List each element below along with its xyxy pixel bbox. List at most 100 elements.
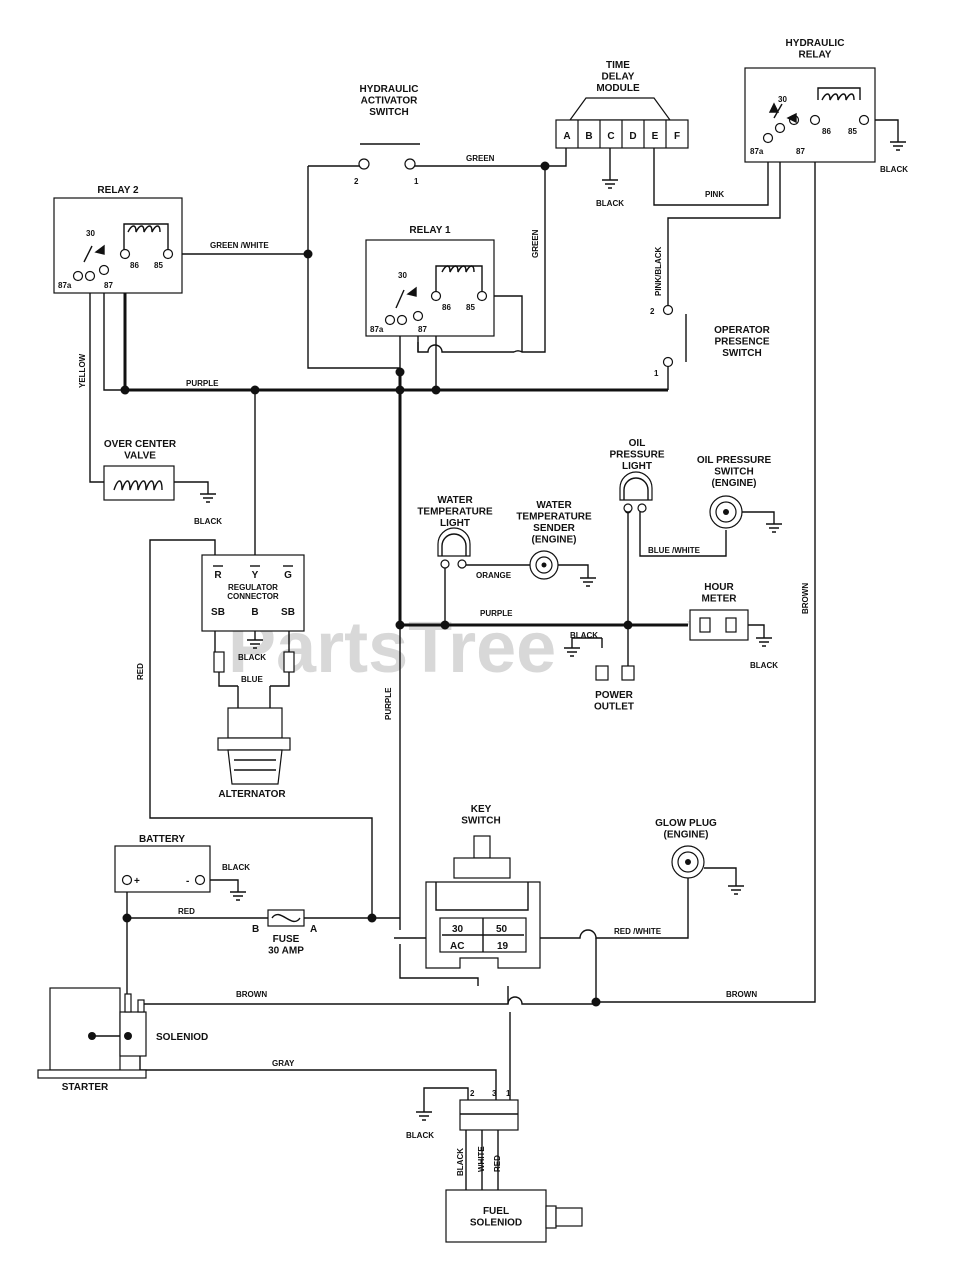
green-vertical-label: GREEN bbox=[531, 229, 540, 258]
tdm-black-label: BLACK bbox=[596, 199, 624, 208]
green-label: GREEN bbox=[466, 154, 495, 163]
wire-labels: GREEN GREEN /WHITE PINK PURPLE PURPLE GR… bbox=[78, 154, 810, 1176]
hyd-relay-pin-85: 85 bbox=[848, 127, 857, 136]
fuel-pin-2: 2 bbox=[470, 1089, 475, 1098]
relay-1-title: RELAY 1 bbox=[409, 225, 451, 236]
purple-vertical-label: PURPLE bbox=[384, 687, 393, 720]
red-vertical-label: RED bbox=[136, 663, 145, 680]
key-terminal-50: 50 bbox=[496, 924, 508, 935]
relay2-pin-85: 85 bbox=[154, 261, 163, 270]
regulator-top-pin-y: Y bbox=[252, 570, 259, 581]
fuel-white-label: WHITE bbox=[477, 1146, 486, 1172]
fuse-pin-a: A bbox=[310, 924, 317, 935]
tdm-pin-e: E bbox=[652, 131, 659, 142]
relay1-pin-86: 86 bbox=[442, 303, 451, 312]
regulator-top-pin-g: G bbox=[284, 570, 292, 581]
tdm-pin-f: F bbox=[674, 131, 680, 142]
tdm-pin-a: A bbox=[563, 131, 570, 142]
orange-label: ORANGE bbox=[476, 571, 512, 580]
hyd-relay-pin-86: 86 bbox=[822, 127, 831, 136]
gray-label: GRAY bbox=[272, 1059, 295, 1068]
fuel-black-ground-label: BLACK bbox=[406, 1131, 434, 1140]
relay-2-title: RELAY 2 bbox=[97, 185, 139, 196]
key-terminal-30: 30 bbox=[452, 924, 464, 935]
battery: BATTERY + - BLACK RED bbox=[114, 834, 250, 916]
tdm-pin-b: B bbox=[585, 131, 592, 142]
ops-pin-1: 1 bbox=[654, 369, 659, 378]
relay-2: RELAY 2 30 87a 87 86 85 bbox=[53, 185, 183, 294]
alternator-title: ALTERNATOR bbox=[218, 789, 286, 800]
green-white-label: GREEN /WHITE bbox=[210, 241, 269, 250]
relay2-pin-87: 87 bbox=[104, 281, 113, 290]
regulator-bottom-pin-1: SB bbox=[211, 607, 225, 618]
key-terminal-ac: AC bbox=[450, 941, 464, 952]
battery-pos: + bbox=[134, 876, 140, 887]
starter-title: STARTER bbox=[62, 1082, 109, 1093]
fuel-pin-1: 1 bbox=[506, 1089, 511, 1098]
purple-top-label: PURPLE bbox=[186, 379, 219, 388]
battery-neg: - bbox=[186, 876, 189, 887]
ops-pin-2: 2 bbox=[650, 307, 655, 316]
batt-black-label: BLACK bbox=[222, 863, 250, 872]
relay1-pin-87a: 87a bbox=[370, 325, 384, 334]
key-terminal-19: 19 bbox=[497, 941, 509, 952]
fuse-pin-b: B bbox=[252, 924, 259, 935]
hyd-relay-pin-30: 30 bbox=[778, 95, 787, 104]
pink-black-label: PINK/BLACK bbox=[654, 246, 663, 296]
hyd-relay-pin-87a: 87a bbox=[750, 147, 764, 156]
fuel-black-label: BLACK bbox=[456, 1148, 465, 1176]
relay1-pin-87: 87 bbox=[418, 325, 427, 334]
blue-white-label: BLUE /WHITE bbox=[648, 546, 701, 555]
brown-vertical-label: BROWN bbox=[801, 583, 810, 614]
ocv-black-label: BLACK bbox=[194, 517, 222, 526]
hyd-relay-black-label: BLACK bbox=[880, 165, 908, 174]
pink-label: PINK bbox=[705, 190, 724, 199]
relay1-pin-30: 30 bbox=[398, 271, 407, 280]
tdm-pin-c: C bbox=[607, 131, 614, 142]
alt-black-label: BLACK bbox=[238, 653, 266, 662]
battery-title: BATTERY bbox=[139, 834, 185, 845]
relay1-pin-85: 85 bbox=[466, 303, 475, 312]
relay2-pin-87a: 87a bbox=[58, 281, 72, 290]
starter: STARTER SOLENIOD BROWN BROWN GRAY bbox=[37, 987, 757, 1093]
regulator-bottom-pin-3: SB bbox=[281, 607, 295, 618]
glow-plug: GLOW PLUG(ENGINE) RED /WHITE bbox=[614, 818, 744, 936]
solenoid-title: SOLENIOD bbox=[156, 1032, 208, 1043]
red-fuse-label: RED bbox=[178, 907, 195, 916]
regulator-bottom-pin-2: B bbox=[251, 607, 258, 618]
relay2-pin-86: 86 bbox=[130, 261, 139, 270]
brown-right-label: BROWN bbox=[726, 990, 757, 999]
tdm-pin-d: D bbox=[629, 131, 636, 142]
brown-left-label: BROWN bbox=[236, 990, 267, 999]
